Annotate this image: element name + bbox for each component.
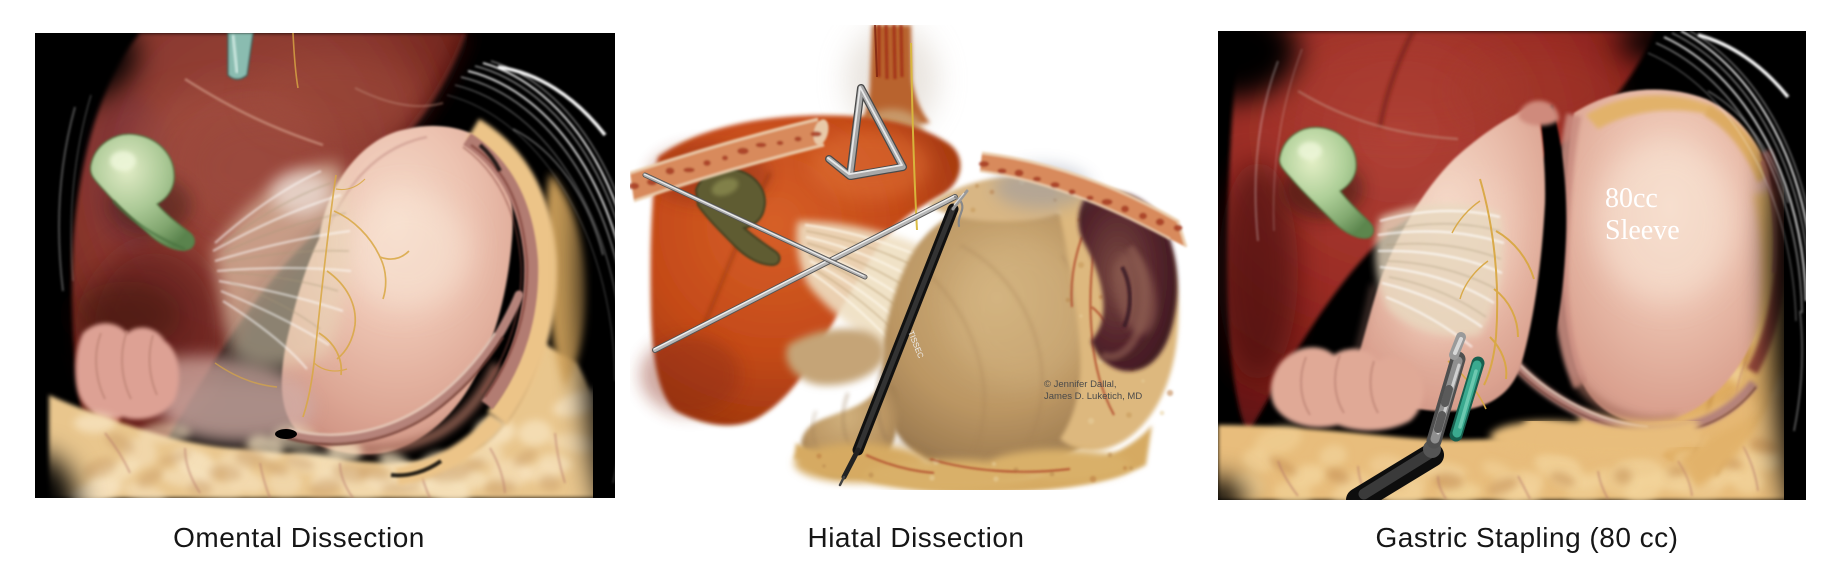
svg-text:James D. Luketich, MD: James D. Luketich, MD [1044, 391, 1142, 402]
svg-text:80cc: 80cc [1605, 183, 1658, 214]
svg-text:Sleeve: Sleeve [1605, 215, 1680, 246]
svg-text:© Jennifer Dallal,: © Jennifer Dallal, [1044, 379, 1116, 390]
